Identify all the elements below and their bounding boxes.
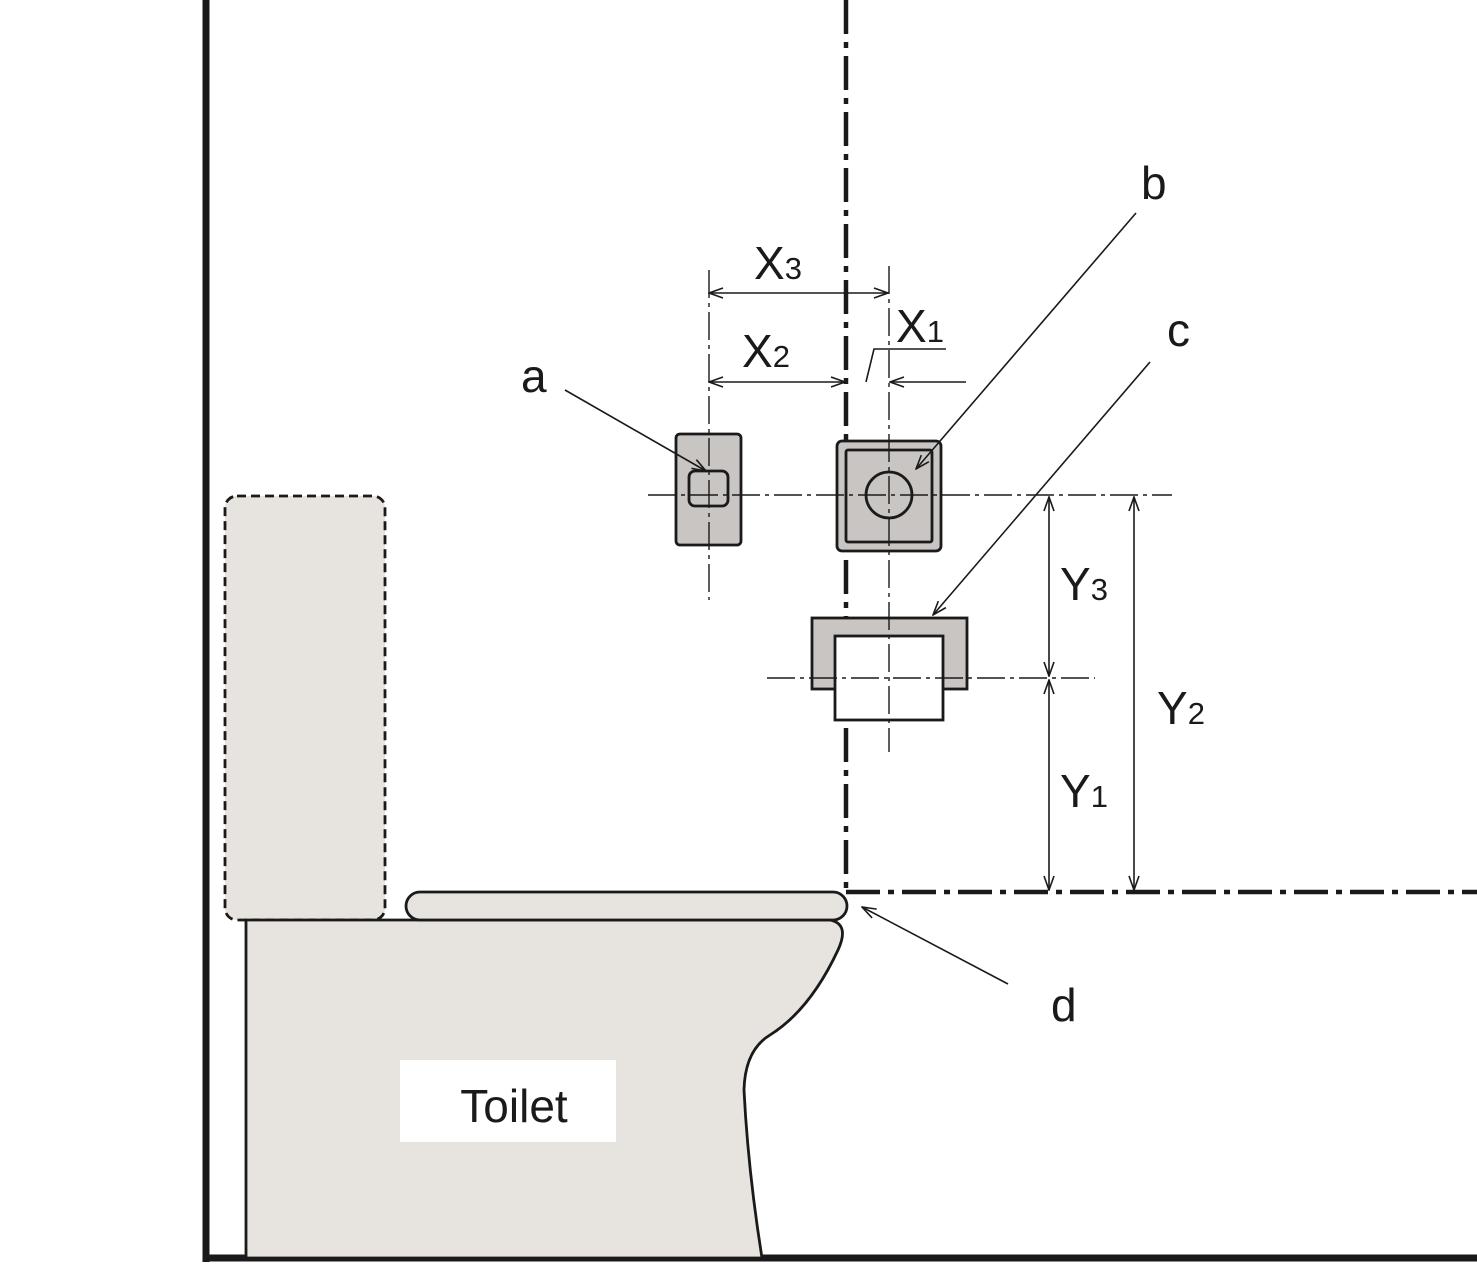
dimension-y2-label: Y2 [1157, 682, 1205, 734]
dimension-y1-label: Y1 [1060, 765, 1108, 817]
label-a: a [521, 350, 547, 402]
leader-a [564, 389, 706, 471]
dimension-x1-leader [865, 348, 946, 383]
leader-c [933, 361, 1151, 615]
toilet-tank-outline [223, 494, 387, 922]
toilet-label-box [400, 1060, 616, 1142]
label-b: b [1141, 157, 1167, 209]
dimension-y3-label: Y3 [1060, 558, 1108, 610]
toilet-label: Toilet [460, 1080, 568, 1132]
leader-d [862, 907, 1009, 985]
dimension-x1-label: X1 [896, 300, 944, 352]
toilet-seat [404, 890, 849, 922]
label-d: d [1051, 979, 1077, 1031]
leader-b [916, 212, 1137, 469]
toilet: Toilet [223, 494, 849, 1260]
dimension-x3-label: X3 [754, 237, 802, 289]
dimension-x2-label: X2 [742, 325, 790, 377]
label-c: c [1167, 304, 1190, 356]
